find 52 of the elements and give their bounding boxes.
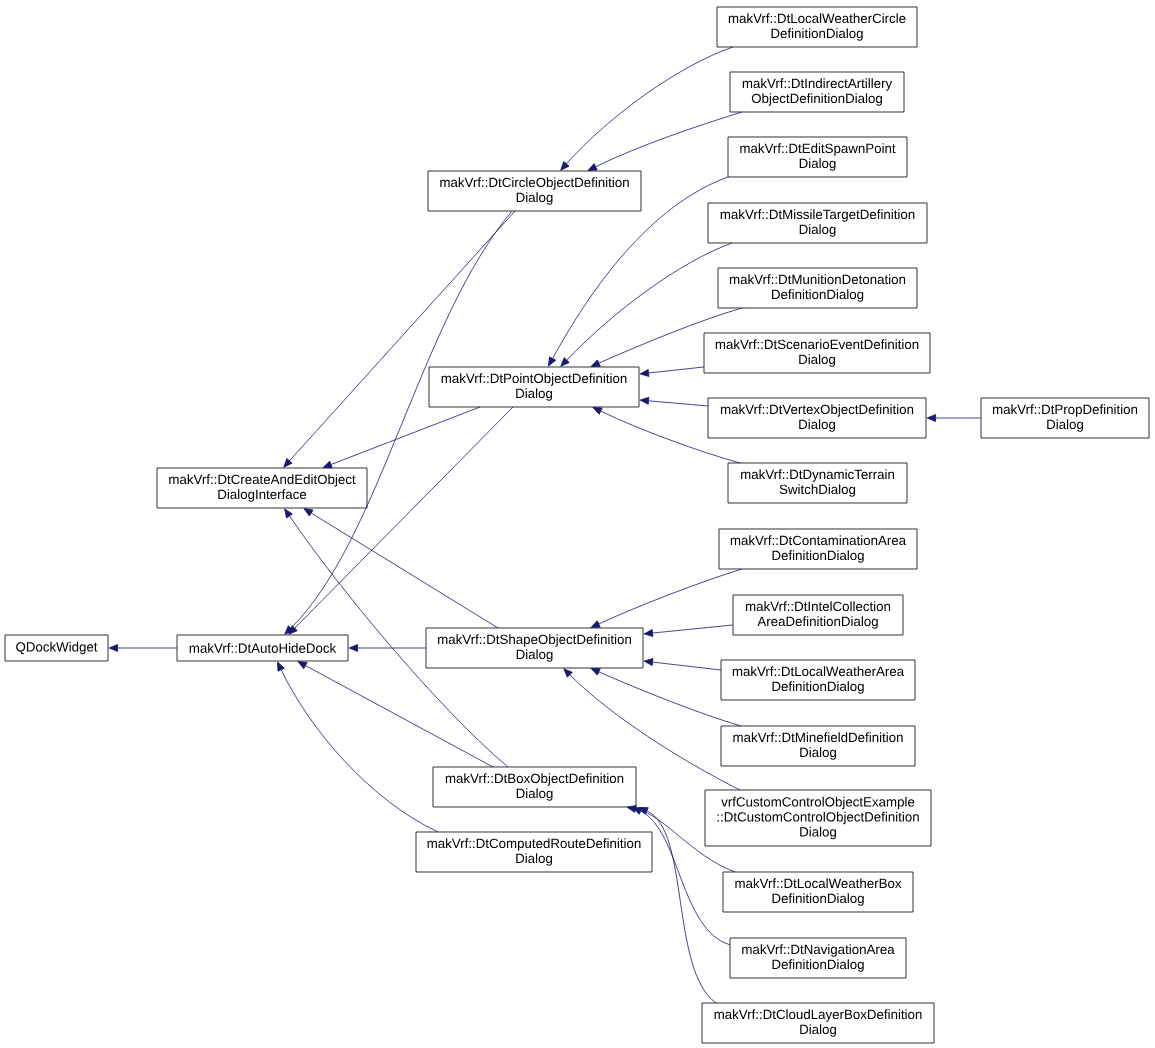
class-box: makVrf::DtVertexObjectDefinition Dialog [707, 397, 927, 439]
class-box: makVrf::DtMinefieldDefinition Dialog [720, 725, 916, 767]
class-box: makVrf::DtComputedRouteDefinition Dialog [415, 831, 653, 873]
class-box: makVrf::DtMissileTargetDefinition Dialog [707, 202, 928, 244]
inheritance-arrow [560, 242, 733, 367]
class-box: makVrf::DtIndirectArtillery ObjectDefinitionDialog [729, 71, 905, 113]
class-box: vrfCustomControlObjectExample ::DtCustomControlObjectDefinition Dialog [704, 789, 932, 847]
inheritance-arrow [283, 210, 516, 468]
class-box: makVrf::DtPointObjectDefinition Dialog [428, 366, 640, 408]
class-box: makVrf::DtCloudLayerBoxDefinition Dialog [701, 1002, 935, 1044]
class-box: makVrf::DtLocalWeatherCircle DefinitionDialog [716, 6, 918, 48]
class-box: makVrf::DtScenarioEventDefinition Dialog [703, 332, 931, 374]
inheritance-arrow [277, 661, 439, 833]
class-box: makVrf::DtNavigationArea DefinitionDialog [729, 937, 907, 979]
inheritance-arrow [592, 407, 741, 464]
inheritance-arrow [590, 307, 743, 367]
class-box: makVrf::DtCircleObjectDefinition Dialog [427, 170, 642, 212]
inheritance-arrow [303, 508, 499, 629]
class-box: makVrf::DtLocalWeatherBox DefinitionDialog [722, 871, 914, 913]
class-box: makVrf::DtBoxObjectDefinition Dialog [432, 766, 637, 808]
inheritance-arrow [590, 568, 743, 628]
inheritance-arrow [284, 508, 509, 768]
class-box: makVrf::DtMunitionDetonation DefinitionDialog [717, 267, 918, 309]
class-box: QDockWidget [4, 634, 109, 662]
inheritance-arrow [108, 644, 178, 652]
class-box: makVrf::DtShapeObjectDefinition Dialog [425, 627, 644, 669]
class-box: makVrf::DtEditSpawnPoint Dialog [727, 136, 908, 178]
inheritance-arrow [322, 406, 481, 469]
inheritance-arrow [632, 807, 731, 946]
class-box: makVrf::DtIntelCollection AreaDefinitionDialog [732, 594, 904, 636]
inheritance-arrow [288, 406, 514, 635]
class-box: makVrf::DtPropDefinition Dialog [980, 397, 1150, 439]
inheritance-arrow [284, 210, 513, 635]
inheritance-arrow [297, 661, 494, 768]
class-box: makVrf::DtCreateAndEditObject DialogInterface [156, 467, 368, 509]
class-box: makVrf::DtLocalWeatherArea DefinitionDialog [720, 659, 916, 701]
inheritance-arrow [560, 46, 734, 171]
inheritance-arrow [587, 111, 743, 171]
class-box: makVrf::DtDynamicTerrain SwitchDialog [727, 462, 908, 504]
inheritance-arrow [626, 805, 736, 873]
inheritance-arrow [548, 176, 729, 367]
inheritance-arrow [643, 624, 734, 637]
inheritance-arrow [638, 807, 717, 1004]
inheritance-arrow [639, 396, 709, 407]
class-box: makVrf::DtAutoHideDock [176, 634, 349, 662]
inheritance-arrow [639, 366, 705, 377]
inheritance-arrow [643, 658, 722, 671]
inheritance-arrow [590, 668, 742, 727]
inheritance-arrow [348, 644, 427, 652]
inheritance-arrow [563, 668, 741, 791]
inheritance-arrow [926, 414, 982, 422]
class-box: makVrf::DtContaminationArea DefinitionDialog [718, 528, 918, 570]
